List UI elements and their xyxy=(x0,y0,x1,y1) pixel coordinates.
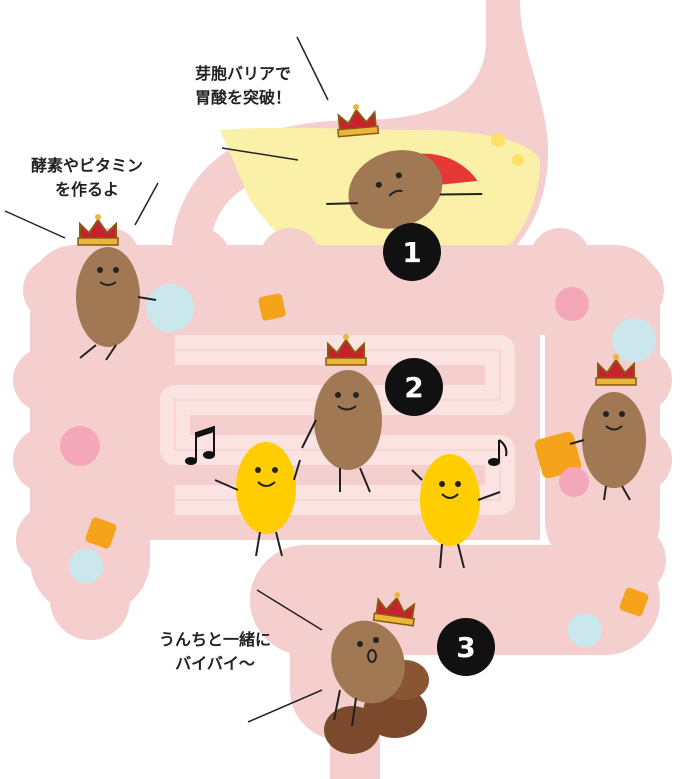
caption-stomach: 芽胞バリアで 胃酸を突破！ xyxy=(178,62,308,110)
step-number: 2 xyxy=(404,371,423,404)
caption-line: を作るよ xyxy=(54,180,119,199)
step-badge-3: 3 xyxy=(437,618,495,676)
caption-line: 芽胞バリアで xyxy=(194,64,291,83)
step-number: 1 xyxy=(402,236,421,269)
bean-character-left xyxy=(76,247,157,361)
step-badge-1: 1 xyxy=(383,223,441,281)
bean-character-bottom xyxy=(331,620,405,727)
callout-lines xyxy=(4,36,329,723)
step-number: 3 xyxy=(456,631,475,664)
caption-line: うんちと一緒に xyxy=(158,630,271,649)
bean-character-right xyxy=(569,392,646,501)
bean-character-center xyxy=(301,370,382,493)
crown-icon xyxy=(334,101,380,138)
yellow-bean-left xyxy=(214,442,301,557)
bean-character-flying xyxy=(326,150,483,229)
crown-icon xyxy=(77,213,119,246)
caption-line: バイバイ〜 xyxy=(175,654,255,673)
step-badge-2: 2 xyxy=(385,358,443,416)
music-note-icon xyxy=(488,439,508,466)
caption-line: 酵素やビタミン xyxy=(30,156,143,175)
caption-enzymes: 酵素やビタミン を作るよ xyxy=(2,154,172,202)
yellow-bean-right xyxy=(411,454,501,569)
caption-poop: うんちと一緒に バイバイ〜 xyxy=(140,628,290,676)
caption-line: 胃酸を突破！ xyxy=(194,88,291,107)
food-particles xyxy=(60,284,656,647)
music-note-icon xyxy=(185,426,215,465)
